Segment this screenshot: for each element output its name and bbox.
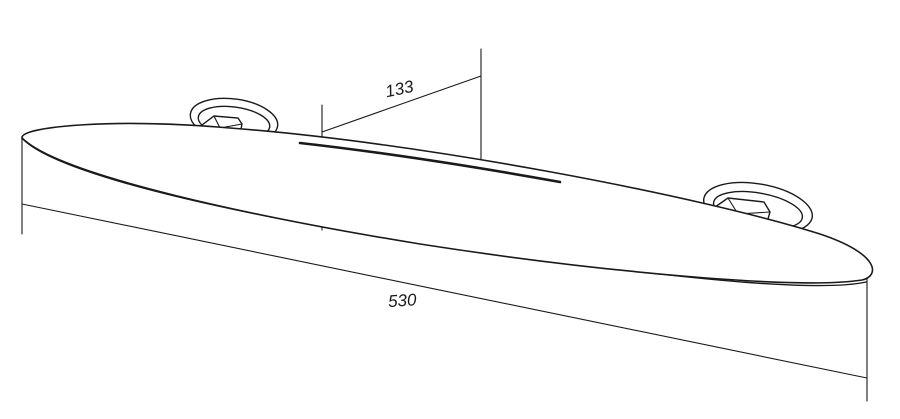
depth-dimension-line xyxy=(321,75,482,133)
shelf-top-surface xyxy=(21,122,874,284)
depth-label: 133 xyxy=(384,77,416,102)
width-label: 530 xyxy=(387,290,417,311)
width-dimension-line xyxy=(21,203,868,379)
shelf-back-edge-highlight xyxy=(298,141,562,184)
width-dimension: 530 xyxy=(21,137,868,402)
